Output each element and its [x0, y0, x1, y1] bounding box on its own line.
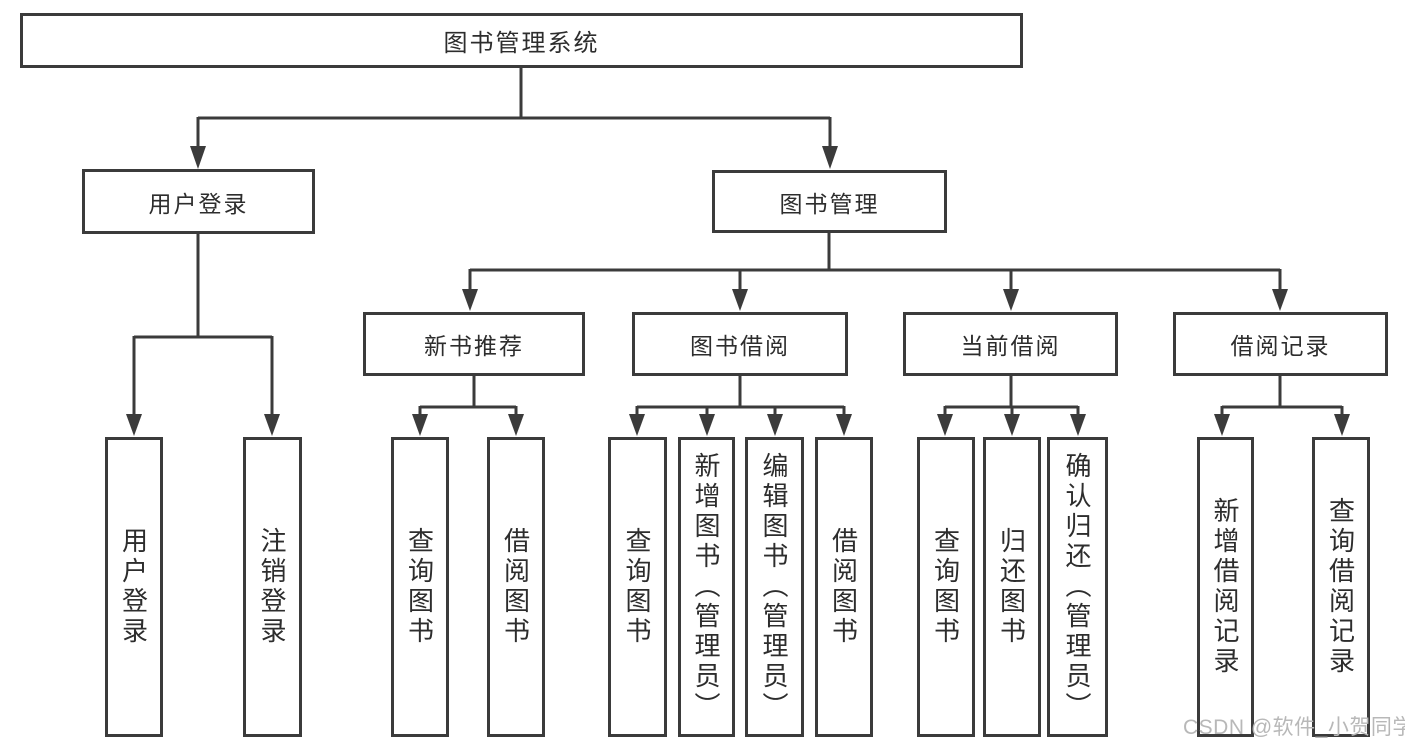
leaf-query-borrow-record: 查询借阅记录 — [1312, 437, 1370, 737]
leaf-add-book-admin: 新增图书（管理员） — [678, 437, 735, 737]
leaf-query-books-recommend: 查询图书 — [391, 437, 449, 737]
leaf-query-books-current: 查询图书 — [917, 437, 975, 737]
node-root: 图书管理系统 — [20, 13, 1023, 68]
leaf-confirm-return-admin: 确认归还（管理员） — [1047, 437, 1108, 737]
node-book-management: 图书管理 — [712, 170, 947, 233]
leaf-edit-book-admin: 编辑图书（管理员） — [745, 437, 804, 737]
leaf-add-borrow-record: 新增借阅记录 — [1197, 437, 1254, 737]
node-user-login: 用户登录 — [82, 169, 315, 234]
leaf-borrow-books-borrow: 借阅图书 — [815, 437, 873, 737]
node-current-borrow: 当前借阅 — [903, 312, 1118, 376]
leaf-return-book: 归还图书 — [983, 437, 1041, 737]
leaf-borrow-books-recommend: 借阅图书 — [487, 437, 545, 737]
csdn-watermark: CSDN @软件_小贺同学 — [1183, 716, 1405, 739]
leaf-query-books-borrow: 查询图书 — [608, 437, 667, 737]
leaf-user-login: 用户登录 — [105, 437, 163, 737]
node-borrow-records: 借阅记录 — [1173, 312, 1388, 376]
leaf-logout: 注销登录 — [243, 437, 302, 737]
node-book-borrow: 图书借阅 — [632, 312, 848, 376]
node-new-book-recommend: 新书推荐 — [363, 312, 585, 376]
